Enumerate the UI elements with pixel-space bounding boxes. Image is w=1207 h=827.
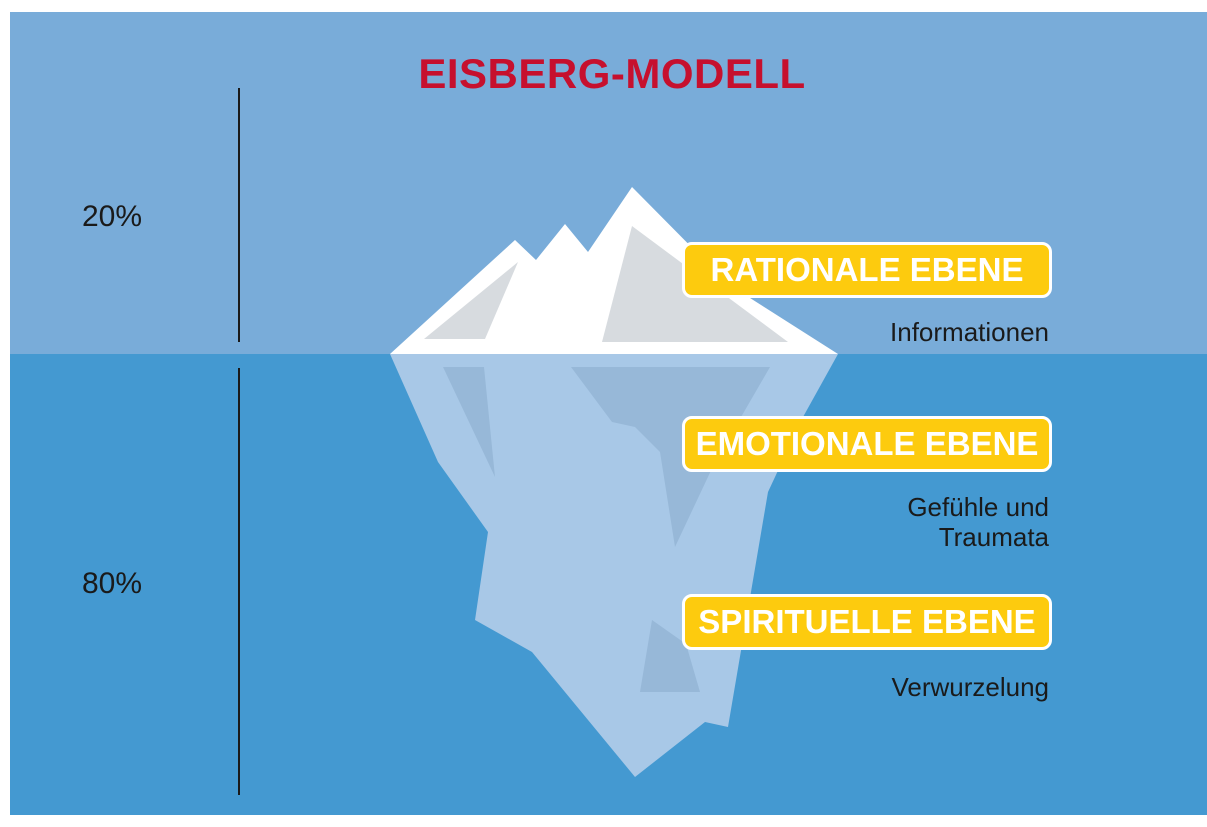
spiritual-level-badge: SPIRITUELLE EBENE xyxy=(682,594,1052,650)
diagram-title: EISBERG-MODELL xyxy=(418,50,806,97)
percent-above-label: 20% xyxy=(82,200,143,233)
iceberg-tip-shadow-left xyxy=(424,262,518,339)
emotional-level-badge: EMOTIONALE EBENE xyxy=(682,416,1052,472)
above-water-bracket-line xyxy=(238,88,240,342)
rational-level-description: Informationen xyxy=(890,317,1049,347)
iceberg-underwater-shadow-left xyxy=(443,367,495,477)
rational-level-badge: RATIONALE EBENE xyxy=(682,242,1052,298)
spiritual-level-description: Verwurzelung xyxy=(891,672,1049,702)
below-water-bracket-line xyxy=(238,368,240,795)
percent-below-label: 80% xyxy=(82,567,143,600)
iceberg-model-diagram: EISBERG-MODELL 20% 80% RATIONALE EBENE I… xyxy=(10,12,1207,815)
iceberg-underwater-shadow-right xyxy=(571,367,770,547)
emotional-level-description: Gefühle und Traumata xyxy=(907,492,1049,552)
iceberg-underwater-shadow-bottom xyxy=(640,620,700,692)
